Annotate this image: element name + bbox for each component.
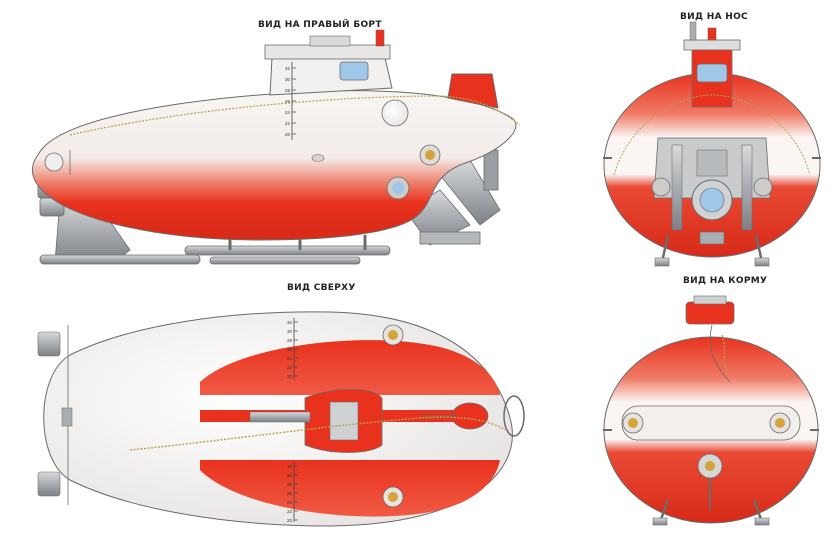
- top-red-stripe-lower: [200, 460, 500, 517]
- depth-mark-label: 24: [287, 500, 293, 505]
- top-view: 32 30 28 26 24 22 20 32 30 28 26 24 22 20: [37, 311, 525, 527]
- side-beacon: [375, 29, 385, 47]
- front-arm-right: [741, 144, 753, 231]
- top-red-stripe-upper: [200, 340, 500, 395]
- front-basket: [699, 231, 725, 245]
- stern-rope: [721, 334, 729, 373]
- top-hatch: [329, 401, 359, 441]
- top-stern-ring: [503, 395, 525, 437]
- side-depth-marks: 32 30 28 26 24 22 20: [285, 66, 296, 137]
- side-view: 32 30 28 26 24 22 20: [32, 29, 521, 265]
- side-tower-top: [264, 44, 391, 60]
- side-stern-fin: [447, 73, 499, 109]
- depth-mark-label: 24: [285, 110, 291, 115]
- front-view-label: ВИД НА НОС: [680, 12, 748, 22]
- front-window: [696, 63, 728, 83]
- top-thruster-upper: [37, 331, 61, 357]
- front-beacon: [707, 27, 717, 41]
- front-skid-right: [754, 257, 770, 267]
- depth-mark-label: 22: [287, 509, 293, 514]
- top-stern-fin: [451, 402, 489, 430]
- depth-mark-label: 30: [287, 329, 293, 334]
- side-hatch: [381, 99, 409, 127]
- depth-mark-label: 32: [285, 66, 291, 71]
- side-porthole-glass: [392, 182, 404, 194]
- depth-mark-label: 32: [287, 464, 293, 469]
- side-nose-light: [44, 152, 64, 172]
- side-rope: [69, 95, 521, 136]
- front-tower-cap: [683, 39, 741, 51]
- depth-mark-label: 30: [287, 473, 293, 478]
- depth-mark-label: 28: [285, 88, 291, 93]
- side-fitting: [311, 154, 325, 162]
- depth-mark-label: 20: [287, 518, 293, 523]
- depth-mark-label: 28: [287, 482, 293, 487]
- front-light-left: [651, 177, 671, 197]
- depth-mark-label: 26: [287, 347, 293, 352]
- stern-tower-cap: [693, 295, 727, 305]
- side-tower-equipment: [309, 35, 351, 47]
- depth-mark-label: 30: [285, 77, 291, 82]
- front-arm-left: [671, 144, 683, 231]
- front-skid-left: [654, 257, 670, 267]
- front-antenna: [689, 21, 697, 41]
- stern-band: [621, 405, 801, 441]
- front-view: [603, 21, 821, 267]
- depth-mark-label: 26: [287, 491, 293, 496]
- depth-mark-label: 22: [287, 365, 293, 370]
- depth-mark-label: 20: [287, 374, 293, 379]
- stern-skid-left: [652, 517, 668, 526]
- stern-view: [603, 295, 819, 526]
- side-view-label: ВИД НА ПРАВЫЙ БОРТ: [258, 20, 382, 30]
- front-camera-block: [696, 149, 728, 177]
- top-view-label: ВИД СВЕРХУ: [287, 283, 356, 293]
- top-depth-marks-upper: 32 30 28 26 24 22 20: [287, 320, 298, 379]
- top-thruster-lower: [37, 471, 61, 497]
- side-skid: [39, 199, 391, 265]
- depth-mark-label: 32: [287, 320, 293, 325]
- front-viewport-glass: [699, 187, 725, 213]
- top-tower-equipment: [249, 411, 311, 423]
- front-light-right: [753, 177, 773, 197]
- side-viewport-window: [339, 61, 369, 81]
- top-depth-marks-lower: 32 30 28 26 24 22 20: [287, 464, 298, 523]
- stern-skid-right: [754, 517, 770, 526]
- front-rope: [613, 94, 811, 176]
- depth-mark-label: 22: [285, 121, 291, 126]
- stern-tower: [685, 301, 735, 325]
- depth-mark-label: 26: [285, 99, 291, 104]
- top-nose-fitting: [61, 407, 73, 427]
- stern-cable: [709, 324, 731, 383]
- side-light-lens: [425, 150, 435, 160]
- depth-mark-label: 28: [287, 338, 293, 343]
- stern-view-label: ВИД НА КОРМУ: [683, 276, 768, 286]
- top-rope: [129, 416, 506, 451]
- depth-mark-label: 20: [285, 132, 291, 137]
- depth-mark-label: 24: [287, 356, 293, 361]
